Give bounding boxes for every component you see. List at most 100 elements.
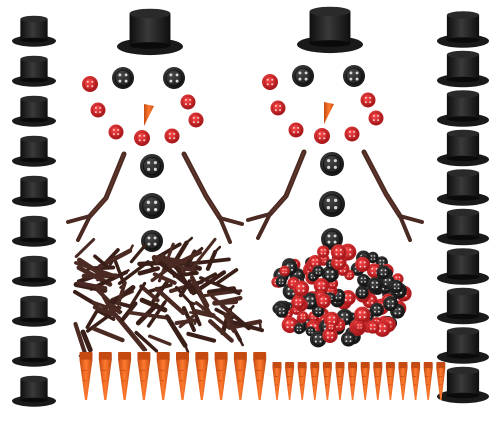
sewing-button-icon	[279, 265, 290, 277]
twig-branch	[228, 313, 234, 319]
twig-branch	[107, 260, 114, 270]
sewing-button-icon	[383, 296, 399, 312]
carrot-nose-icon	[360, 362, 370, 400]
left-hat-column	[12, 15, 56, 407]
twig-branch	[258, 320, 262, 330]
twig-branch	[150, 267, 160, 271]
twig-arm-icon	[208, 319, 234, 343]
top-hat-icon	[12, 135, 56, 167]
sewing-button-icon	[293, 280, 310, 297]
carrot-nose-icon	[176, 352, 189, 400]
twig-branch	[183, 344, 190, 354]
sewing-button-icon	[312, 304, 325, 318]
twig-branch	[128, 244, 134, 253]
top-hat-icon	[12, 175, 56, 207]
twig-arm-icon	[192, 308, 216, 319]
twig-arm-icon	[172, 271, 199, 278]
twig-arm-icon	[117, 260, 150, 286]
body-button	[319, 191, 345, 217]
large-carrot-row	[79, 352, 267, 400]
twig-arm-icon	[115, 315, 147, 352]
twig-branch	[232, 286, 241, 295]
carrot-nose-icon	[411, 362, 421, 400]
mouth-button	[314, 128, 330, 144]
twig-arm-left	[246, 149, 307, 240]
carrot-nose-icon	[156, 352, 170, 400]
twig-arm-icon	[146, 300, 167, 328]
carrot-nose-icon	[335, 362, 345, 400]
top-hat-icon	[437, 287, 489, 325]
sewing-button-icon	[312, 265, 324, 278]
sewing-button-icon	[297, 311, 309, 323]
top-hat-icon	[12, 95, 56, 127]
twig-branch	[213, 245, 222, 254]
twig-arm-icon	[148, 283, 173, 293]
eye-button-right	[163, 67, 185, 89]
body-button	[141, 230, 163, 252]
sewing-button-icon	[357, 273, 370, 287]
sewing-button-icon	[390, 279, 404, 294]
sewing-button-icon	[366, 320, 380, 334]
twig-branch	[185, 236, 194, 244]
mouth-button	[108, 124, 124, 140]
sewing-button-icon	[355, 285, 369, 300]
sewing-button-icon	[291, 295, 306, 310]
twig-arm-icon	[128, 310, 171, 320]
mouth-button	[368, 110, 384, 126]
twig-arm-icon	[229, 319, 264, 333]
twig-arm-icon	[74, 261, 119, 279]
mouth-button	[270, 100, 286, 116]
carrot-nose-icon	[385, 362, 395, 400]
twig-arm-icon	[195, 272, 218, 286]
top-hat-icon	[437, 248, 489, 285]
twig-branch	[124, 269, 130, 274]
twig-arm-icon	[174, 285, 191, 304]
top-hat-icon	[437, 50, 489, 88]
carrot-nose-icon	[137, 352, 151, 400]
twig-arm-icon	[92, 326, 125, 343]
sewing-button-icon	[309, 330, 327, 348]
twig-arm-icon	[116, 280, 127, 306]
carrot-nose-icon	[98, 352, 112, 400]
eye-button-left	[112, 67, 134, 89]
twig-arm-icon	[139, 284, 160, 303]
carrot-nose-icon	[233, 352, 247, 400]
twig-arm-icon	[109, 299, 134, 309]
sewing-button-icon	[340, 331, 356, 347]
sewing-button-icon	[317, 245, 330, 258]
top-hat-icon	[12, 295, 56, 327]
twig-arm-icon	[210, 294, 235, 317]
top-hat-icon	[12, 335, 56, 367]
twig-arm-icon	[190, 237, 217, 270]
top-hat-icon	[437, 90, 489, 127]
top-hat-icon	[437, 327, 489, 364]
eye-button-left	[292, 65, 314, 87]
mouth-button	[180, 94, 196, 110]
twig-arm-icon	[186, 331, 217, 343]
twig-branch	[146, 260, 155, 270]
top-hat-icon	[297, 6, 363, 54]
twig-arm-icon	[76, 281, 108, 291]
top-hat-icon	[12, 55, 56, 87]
twig-branch	[189, 311, 198, 315]
top-hat-icon	[437, 169, 489, 206]
twig-branch	[112, 314, 118, 319]
mouth-button	[188, 112, 204, 128]
twig-arm-icon	[154, 286, 186, 316]
mouth-button	[288, 122, 304, 138]
twig-arm-icon	[164, 314, 188, 348]
sewing-button-icon	[355, 256, 371, 272]
button-pile	[271, 243, 412, 348]
twig-arm-icon	[189, 275, 210, 308]
top-hat-icon	[12, 375, 56, 407]
twig-arm-icon	[74, 238, 96, 259]
carrot-nose-icon	[436, 362, 446, 400]
twig-arm-icon	[93, 254, 111, 270]
carrot-nose-icon	[310, 362, 320, 400]
snowman-face-2	[246, 6, 424, 250]
mouth-button	[360, 92, 376, 108]
small-carrot-row	[272, 362, 446, 400]
right-hat-column	[437, 11, 489, 404]
carrot-nose-icon	[272, 362, 282, 400]
body-button	[320, 152, 344, 176]
